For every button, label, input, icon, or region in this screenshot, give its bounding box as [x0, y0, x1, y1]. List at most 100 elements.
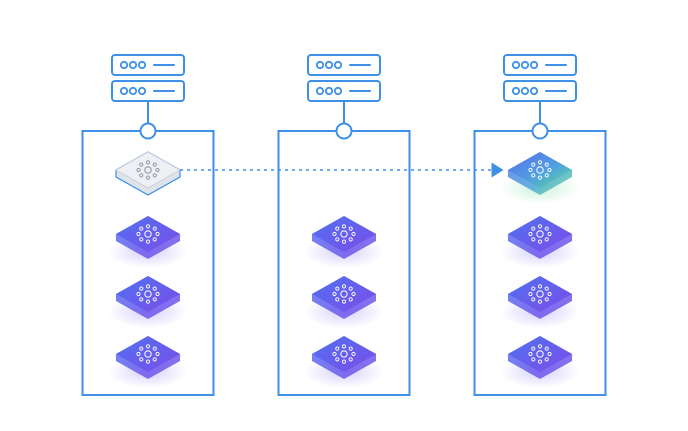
server-led-dot — [128, 60, 138, 70]
node-satellite — [155, 351, 160, 357]
server-led-dot — [137, 60, 147, 70]
server-led-dot — [520, 86, 530, 96]
chip-top — [508, 336, 572, 372]
node-core — [340, 290, 348, 298]
node-satellite — [531, 237, 536, 242]
host-port-circle — [139, 122, 157, 140]
node-chip-active — [304, 276, 384, 328]
node-satellite — [145, 359, 151, 364]
chip-top — [508, 216, 572, 252]
node-satellite — [152, 286, 157, 291]
node-satellite — [537, 224, 543, 229]
node-satellite — [537, 359, 543, 364]
chip-top — [116, 276, 180, 312]
server-led-dot — [315, 60, 325, 70]
node-satellite — [152, 237, 157, 242]
node-satellite — [155, 231, 160, 237]
node-chip-active — [500, 216, 580, 268]
node-satellite — [348, 297, 353, 302]
node-satellite — [152, 346, 157, 351]
node-satellite — [348, 357, 353, 362]
server-led-dot — [324, 86, 334, 96]
node-chip-active — [500, 336, 580, 388]
node-satellite — [139, 357, 144, 362]
node-satellite — [528, 167, 533, 173]
node-core — [144, 290, 152, 298]
cluster-node-icon — [528, 284, 552, 304]
node-satellite — [152, 357, 157, 362]
node-satellite — [335, 357, 340, 362]
node-satellite — [348, 286, 353, 291]
node-satellite — [139, 226, 144, 231]
server-rack-unit — [307, 80, 381, 102]
node-core — [536, 166, 544, 174]
node-satellite — [531, 173, 536, 178]
node-satellite — [332, 231, 337, 237]
node-satellite — [136, 291, 141, 297]
chip-top — [312, 276, 376, 312]
server-rack-unit — [503, 54, 577, 76]
chip-top — [312, 336, 376, 372]
node-satellite — [139, 346, 144, 351]
node-satellite — [351, 351, 356, 357]
node-satellite — [351, 231, 356, 237]
chip-top — [508, 276, 572, 312]
node-satellite — [332, 291, 337, 297]
server-led-dot — [119, 60, 129, 70]
node-satellite — [547, 167, 552, 173]
node-satellite — [544, 297, 549, 302]
node-satellite — [341, 299, 347, 304]
cluster-node-icon — [332, 284, 356, 304]
node-satellite — [537, 299, 543, 304]
node-satellite — [531, 226, 536, 231]
server-led-dot — [315, 86, 325, 96]
node-satellite — [152, 173, 157, 178]
node-satellite — [139, 162, 144, 167]
node-satellite — [537, 160, 543, 165]
node-satellite — [537, 239, 543, 244]
node-core — [144, 230, 152, 238]
node-satellite — [145, 239, 151, 244]
cluster-node-icon — [528, 224, 552, 244]
node-chip-active — [304, 216, 384, 268]
node-chip-active — [108, 276, 188, 328]
node-satellite — [341, 359, 347, 364]
node-satellite — [528, 231, 533, 237]
server-led-dot — [511, 86, 521, 96]
node-satellite — [145, 224, 151, 229]
node-satellite — [341, 224, 347, 229]
cluster-node-icon — [136, 160, 160, 180]
node-satellite — [155, 167, 160, 173]
node-satellite — [348, 346, 353, 351]
host-port-circle — [335, 122, 353, 140]
node-satellite — [341, 239, 347, 244]
node-satellite — [335, 226, 340, 231]
node-satellite — [341, 344, 347, 349]
node-satellite — [136, 231, 141, 237]
node-satellite — [528, 291, 533, 297]
node-satellite — [341, 284, 347, 289]
chip-top — [116, 336, 180, 372]
server-led-dot — [511, 60, 521, 70]
server-rack-unit — [503, 80, 577, 102]
node-satellite — [528, 351, 533, 357]
node-core — [340, 350, 348, 358]
node-satellite — [544, 162, 549, 167]
node-satellite — [152, 226, 157, 231]
node-satellite — [335, 286, 340, 291]
node-satellite — [332, 351, 337, 357]
server-led-dot — [119, 86, 129, 96]
cluster-node-icon — [528, 160, 552, 180]
node-satellite — [544, 226, 549, 231]
node-satellite — [145, 160, 151, 165]
node-satellite — [531, 297, 536, 302]
node-satellite — [547, 291, 552, 297]
node-chip-active — [304, 336, 384, 388]
node-satellite — [335, 346, 340, 351]
node-satellite — [547, 231, 552, 237]
server-led-dot — [137, 86, 147, 96]
node-satellite — [547, 351, 552, 357]
node-chip-active — [108, 336, 188, 388]
node-satellite — [139, 173, 144, 178]
node-core — [536, 290, 544, 298]
